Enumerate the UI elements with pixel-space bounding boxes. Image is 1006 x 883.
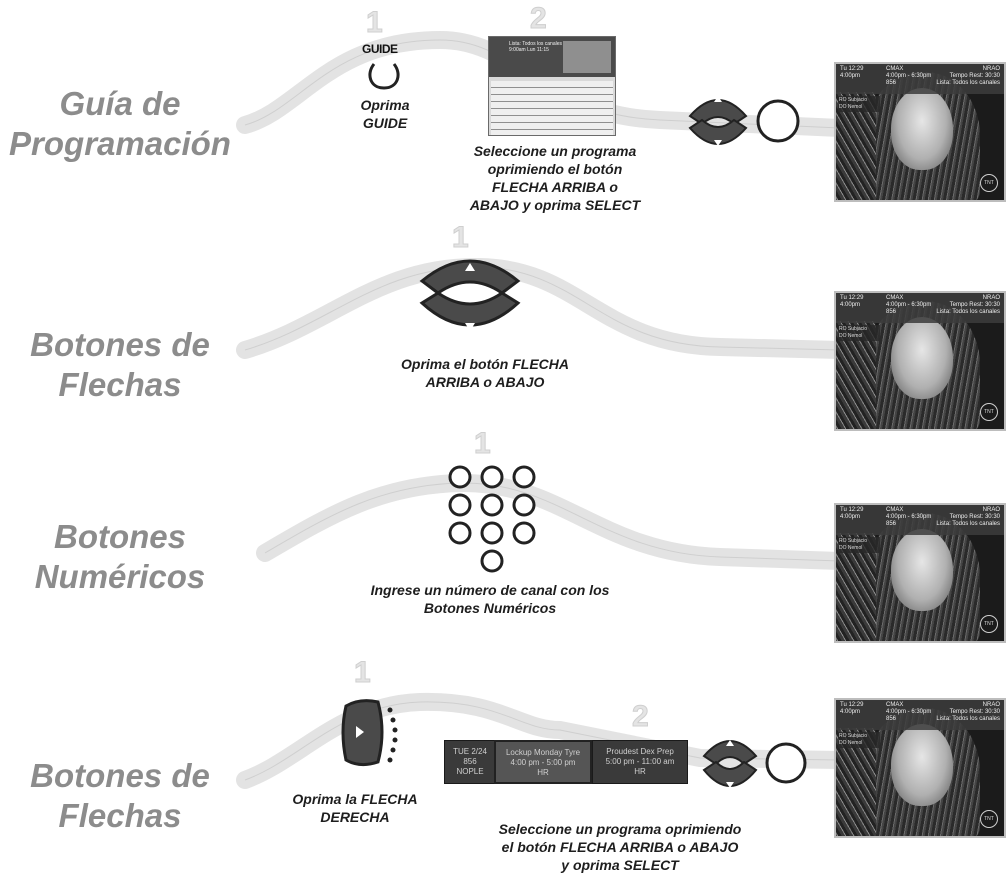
row1-caption: Seleccione un programa oprimiendo el bot…	[440, 142, 670, 214]
row2-caption-line2: ARRIBA o ABAJO	[425, 374, 545, 390]
key-1-icon[interactable]	[448, 465, 472, 489]
method-title-line1: Botones de	[30, 326, 210, 363]
guide-button-icon[interactable]	[366, 56, 406, 92]
tv-face-image	[891, 88, 953, 170]
guide-screen-header2: 9:00am Lun 11:15	[509, 47, 549, 53]
guide-screen-header1: Lista: Todos los canales	[509, 41, 562, 47]
guide-caption-line1: Oprima	[360, 97, 410, 113]
row4-caption: Seleccione un programa oprimiendo el bot…	[470, 820, 770, 874]
tv-screen: Tu 12:29 4:00pm CMAX 4:00pm - 6:30pm 856…	[834, 503, 1006, 643]
arrow-down-icon[interactable]	[688, 118, 748, 145]
tv-screen: Tu 12:29 4:00pm CMAX 4:00pm - 6:30pm 856…	[834, 291, 1006, 431]
arrow-up-icon[interactable]	[688, 99, 748, 126]
arrow-right-button	[341, 699, 398, 767]
step-number-2: 2	[530, 2, 548, 36]
program-guide-screen: Lista: Todos los canales 9:00am Lun 11:1…	[488, 36, 616, 136]
guide-button-label: GUIDE	[362, 42, 398, 56]
arrow-down-icon[interactable]	[419, 291, 521, 327]
key-8-icon[interactable]	[480, 521, 504, 545]
key-4-icon[interactable]	[448, 493, 472, 517]
row1-caption-line1: Seleccione un programa	[473, 143, 637, 159]
tv-info-banner: Tu 12:29 4:00pm CMAX 4:00pm - 6:30pm 856…	[836, 700, 1004, 730]
step-number-1: 1	[452, 221, 470, 255]
method-title: Botones Numéricos	[0, 517, 240, 597]
right-arrow-caption-line1: Oprima la FLECHA	[292, 791, 418, 807]
select-button-icon[interactable]	[765, 742, 807, 784]
method-row-numeric: Botones Numéricos 1 Ingrese un número de…	[0, 427, 1006, 660]
key-6-icon[interactable]	[512, 493, 536, 517]
method-row-arrows: Botones de Flechas 1 Oprima el botón FLE…	[0, 221, 1006, 435]
channel-logo-icon: TNT	[980, 403, 998, 421]
step-number-1: 1	[366, 6, 384, 40]
method-title: Guía de Programación	[0, 84, 240, 164]
row1-caption-line3: FLECHA ARRIBA o	[492, 179, 618, 195]
info-banner-next-program: Proudest Dex Prep 5:00 pm - 11:00 am HR	[592, 740, 688, 784]
info-banner-date: TUE 2/24 856 NOPLE	[444, 740, 496, 784]
select-button-icon[interactable]	[756, 99, 800, 143]
right-arrow-caption-line2: DERECHA	[320, 809, 390, 825]
key-0-icon[interactable]	[480, 549, 504, 573]
guide-caption: Oprima GUIDE	[330, 96, 440, 132]
key-3-icon[interactable]	[512, 465, 536, 489]
guide-listing-grid	[491, 81, 613, 135]
key-5-icon[interactable]	[480, 493, 504, 517]
tv-info-banner: Tu 12:29 4:00pm CMAX 4:00pm - 6:30pm 856…	[836, 293, 1004, 323]
method-title-line2: Programación	[9, 125, 231, 162]
tv-screen: Tu 12:29 4:00pm CMAX 4:00pm - 6:30pm 856…	[834, 698, 1006, 838]
tv-face-image	[891, 724, 953, 806]
right-arrow-caption: Oprima la FLECHA DERECHA	[280, 790, 430, 826]
channel-logo-icon: TNT	[980, 615, 998, 633]
method-title-line2: Flechas	[58, 797, 182, 834]
arrow-select-cluster	[702, 740, 807, 788]
tv-face-image	[891, 529, 953, 611]
key-2-icon[interactable]	[480, 465, 504, 489]
arrow-select-cluster	[688, 96, 800, 146]
guide-caption-line2: GUIDE	[362, 115, 408, 131]
tv-info-banner: Tu 12:29 4:00pm CMAX 4:00pm - 6:30pm 856…	[836, 505, 1004, 535]
tv-screen: Tu 12:29 4:00pm CMAX 4:00pm - 6:30pm 856…	[834, 62, 1006, 202]
key-7-icon[interactable]	[448, 521, 472, 545]
row4-caption-line2: el botón FLECHA ARRIBA o ABAJO	[501, 839, 739, 855]
method-row-right-arrow: Botones de Flechas 1 2 Oprima la FLECHA …	[0, 656, 1006, 883]
channel-logo-icon: TNT	[980, 174, 998, 192]
arrow-down-icon[interactable]	[702, 760, 758, 787]
guide-preview-thumbnail	[563, 41, 611, 73]
row4-caption-line3: y oprima SELECT	[561, 857, 679, 873]
method-title: Botones de Flechas	[0, 756, 240, 836]
tv-info-banner: Tu 12:29 4:00pm CMAX 4:00pm - 6:30pm 856…	[836, 64, 1004, 94]
row3-caption: Ingrese un número de canal con los Boton…	[330, 581, 650, 617]
method-title-line1: Botones	[54, 518, 186, 555]
method-row-guide: Guía de Programación 1 2 GUIDE Oprima GU…	[0, 0, 1006, 225]
connector-wave	[236, 692, 849, 789]
method-title: Botones de Flechas	[0, 325, 240, 405]
step-number-1: 1	[354, 656, 372, 690]
step-number-1: 1	[474, 427, 492, 461]
row1-caption-line4: ABAJO y oprima SELECT	[469, 197, 641, 213]
press-indicator-icon	[387, 707, 398, 763]
info-banner-current-program: Lockup Monday Tyre 4:00 pm - 5:00 pm HR	[494, 740, 592, 784]
numeric-keypad	[448, 465, 536, 573]
arrow-up-icon[interactable]	[702, 740, 758, 766]
method-title-line2: Flechas	[58, 366, 182, 403]
arrow-up-icon[interactable]	[419, 259, 521, 295]
method-title-line1: Guía de	[59, 85, 181, 122]
key-9-icon[interactable]	[512, 521, 536, 545]
method-title-line1: Botones de	[30, 757, 210, 794]
row2-caption-line1: Oprima el botón FLECHA	[401, 356, 569, 372]
row1-caption-line2: oprimiendo el botón	[487, 161, 623, 177]
row4-caption-line1: Seleccione un programa oprimiendo	[498, 821, 742, 837]
tv-face-image	[891, 317, 953, 399]
arrow-up-down-buttons	[419, 259, 521, 331]
row3-caption-line1: Ingrese un número de canal con los	[370, 582, 610, 598]
channel-logo-icon: TNT	[980, 810, 998, 828]
method-title-line2: Numéricos	[34, 558, 206, 595]
row3-caption-line2: Botones Numéricos	[423, 600, 557, 616]
connector-wave	[256, 473, 849, 570]
row2-caption: Oprima el botón FLECHA ARRIBA o ABAJO	[370, 355, 600, 391]
step-number-2: 2	[632, 700, 650, 734]
